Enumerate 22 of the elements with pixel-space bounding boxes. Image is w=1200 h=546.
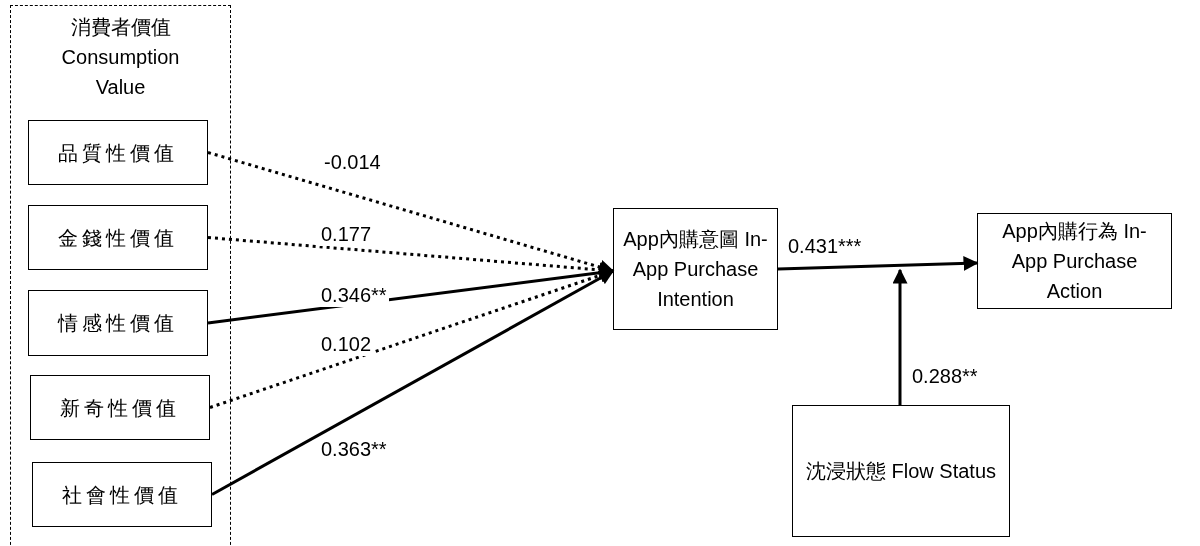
construct-label: 社會性價值 — [62, 482, 182, 508]
construct-label: 新奇性價值 — [60, 395, 180, 421]
construct-box — [792, 405, 1010, 537]
construct-box — [977, 213, 1172, 309]
construct-label: 沈浸狀態 Flow Status — [805, 459, 996, 484]
construct-box — [28, 290, 208, 356]
construct-label: 品質性價值 — [58, 140, 178, 166]
construct-box — [613, 208, 778, 330]
construct-label: 金錢性價值 — [58, 225, 178, 251]
arrow — [892, 268, 908, 405]
construct-label: 情感性價值 — [58, 311, 178, 336]
construct-label: App內購意圖 In-App Purchase Intention — [622, 227, 769, 312]
arrow — [207, 236, 615, 278]
construct-label: App內購行為 In-App Purchase Action — [1001, 219, 1148, 304]
construct-box — [28, 120, 208, 185]
arrow — [777, 255, 979, 271]
construct-box — [32, 462, 212, 527]
group-frame — [10, 5, 231, 546]
group-heading: 消費者價值 Consumption Value — [60, 15, 181, 100]
arrow — [211, 269, 615, 496]
construct-box — [28, 205, 208, 270]
construct-box — [30, 375, 210, 440]
